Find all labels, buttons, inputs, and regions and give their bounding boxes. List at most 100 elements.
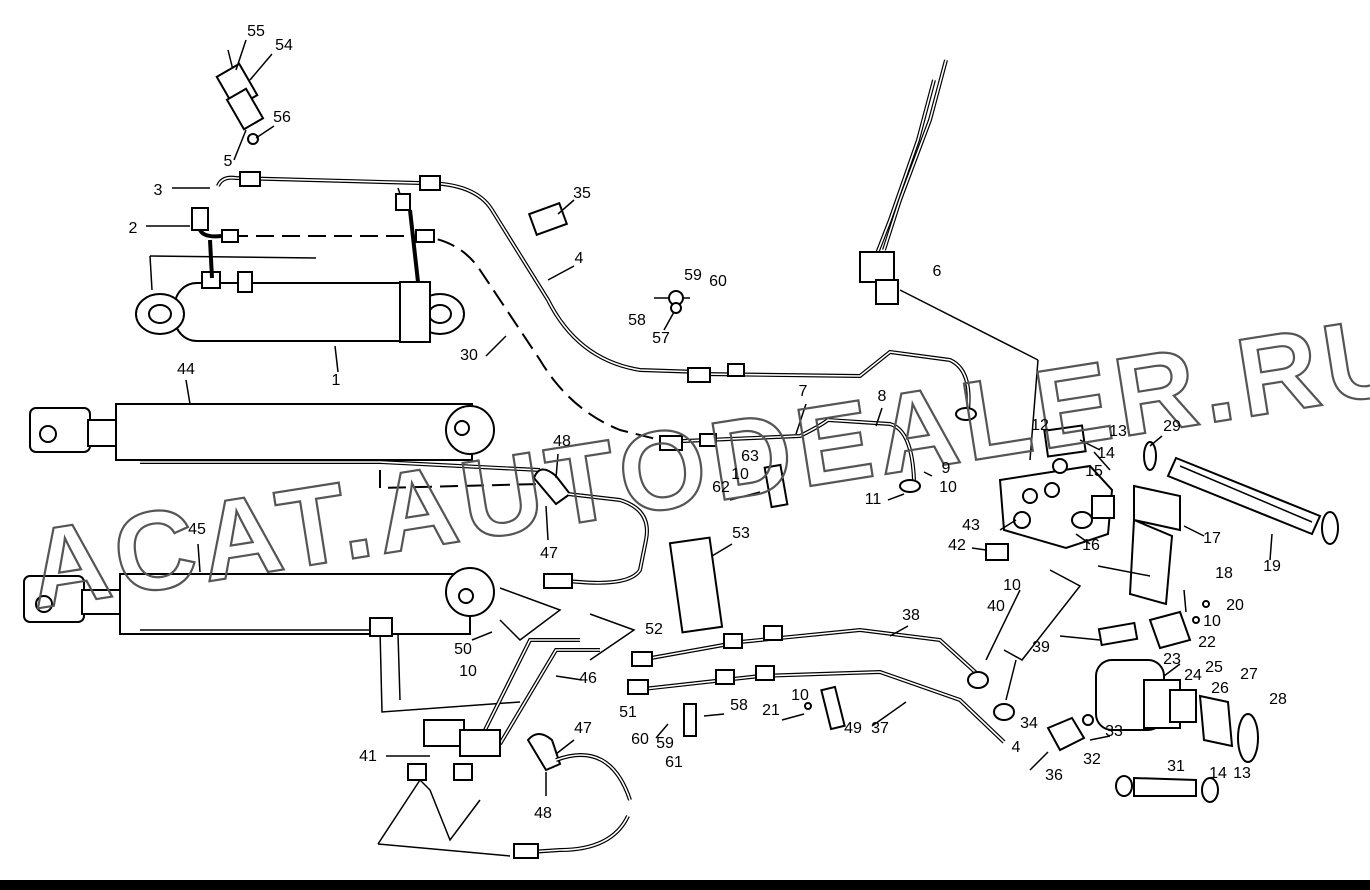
lift-cylinder-44: [29, 379, 495, 461]
callout-label: 3: [154, 182, 163, 199]
callout-label: 30: [460, 347, 478, 364]
callout-label: 29: [1163, 418, 1181, 435]
suction-hose-19: [1143, 435, 1339, 561]
callout-label: 60: [631, 731, 649, 748]
control-lever-6: [859, 59, 1039, 461]
hoses-2-3: [146, 171, 701, 441]
callout-label: 35: [573, 185, 591, 202]
callout-label: 58: [628, 312, 646, 329]
callout-label: 14: [1209, 765, 1227, 782]
lift-cylinder-45: [23, 543, 495, 635]
callout-label: 31: [1167, 758, 1185, 775]
hoses-47-48-lower: [377, 733, 632, 859]
callout-label: 4: [1012, 739, 1021, 756]
callout-label: 51: [619, 704, 637, 721]
callout-label: 53: [732, 525, 750, 542]
callout-label: 10: [1203, 613, 1221, 630]
callout-label: 60: [709, 273, 727, 290]
bottom-frame-border: [0, 880, 1370, 890]
callout-label: 50: [454, 641, 472, 658]
callout-label: 1: [332, 372, 341, 389]
callout-label: 52: [645, 621, 663, 638]
hose-31: [1115, 775, 1219, 803]
callout-label: 61: [665, 754, 683, 771]
callout-label: 6: [933, 263, 942, 280]
callout-label: 48: [553, 433, 571, 450]
callout-label: 14: [1097, 445, 1115, 462]
callout-label: 45: [188, 521, 206, 538]
clamp-bracket-top: [215, 39, 275, 161]
callout-label: 36: [1045, 767, 1063, 784]
callout-label: 22: [1198, 634, 1216, 651]
callout-label: 26: [1211, 680, 1229, 697]
callout-label: 37: [871, 720, 889, 737]
hoses-47-48-upper: [140, 453, 649, 589]
clamp-35: [527, 199, 575, 237]
pipes-37-38: [627, 589, 1021, 744]
callout-label: 15: [1085, 463, 1103, 480]
callout-label: 59: [656, 735, 674, 752]
callout-label: 10: [791, 687, 809, 704]
callout-label: 54: [275, 37, 293, 54]
small-fasteners: [655, 463, 846, 739]
hydraulic-pump: [1029, 659, 1259, 771]
steering-cylinder-1: [135, 255, 465, 373]
callout-label: 8: [878, 388, 887, 405]
callout-label: 34: [1020, 715, 1038, 732]
callout-label: 33: [1105, 723, 1123, 740]
callout-label: 7: [799, 383, 808, 400]
callout-label: 23: [1163, 651, 1181, 668]
callout-label: 48: [534, 805, 552, 822]
callout-label: 39: [1032, 639, 1050, 656]
control-valve: [971, 424, 1115, 561]
callout-label: 40: [987, 598, 1005, 615]
callout-label: 27: [1240, 666, 1258, 683]
callout-label: 43: [962, 517, 980, 534]
callout-label: 62: [712, 479, 730, 496]
callout-label: 13: [1233, 765, 1251, 782]
callout-label: 17: [1203, 530, 1221, 547]
callout-label: 47: [574, 720, 592, 737]
callout-label: 21: [762, 702, 780, 719]
manifold-block: [140, 587, 636, 781]
callout-label: 46: [579, 670, 597, 687]
callout-label: 47: [540, 545, 558, 562]
callout-label: 59: [684, 267, 702, 284]
callout-label: 10: [731, 466, 749, 483]
callout-label: 10: [459, 663, 477, 680]
callout-label: 38: [902, 607, 920, 624]
callout-label: 11: [865, 491, 882, 508]
callout-label: 57: [652, 330, 670, 347]
callout-label: 56: [273, 109, 291, 126]
bracket-17: [1097, 484, 1205, 606]
callout-label: 42: [948, 537, 966, 554]
clip-57-60: [654, 290, 690, 331]
callout-label: 28: [1269, 691, 1287, 708]
callout-label: 18: [1215, 565, 1233, 582]
callout-label: 25: [1205, 659, 1223, 676]
callout-label: 4: [575, 250, 584, 267]
callout-label: 10: [939, 479, 957, 496]
callout-label: 44: [177, 361, 195, 378]
callout-label: 24: [1184, 667, 1202, 684]
callout-label: 19: [1263, 558, 1281, 575]
callout-label: 16: [1082, 537, 1100, 554]
plate-22: [1097, 589, 1210, 650]
callout-label: 49: [844, 720, 862, 737]
callout-label: 63: [741, 448, 759, 465]
callout-label: 32: [1083, 751, 1101, 768]
callout-label: 12: [1031, 417, 1049, 434]
callout-label: 10: [1003, 577, 1021, 594]
callout-label: 2: [129, 220, 138, 237]
callout-label: 13: [1109, 423, 1127, 440]
callout-label: 55: [247, 23, 265, 40]
callout-label: 58: [730, 697, 748, 714]
callout-label: 9: [942, 460, 951, 477]
tubes-7-8: [659, 349, 977, 501]
callout-label: 41: [359, 748, 377, 765]
callout-label: 5: [224, 153, 233, 170]
callout-label: 20: [1226, 597, 1244, 614]
